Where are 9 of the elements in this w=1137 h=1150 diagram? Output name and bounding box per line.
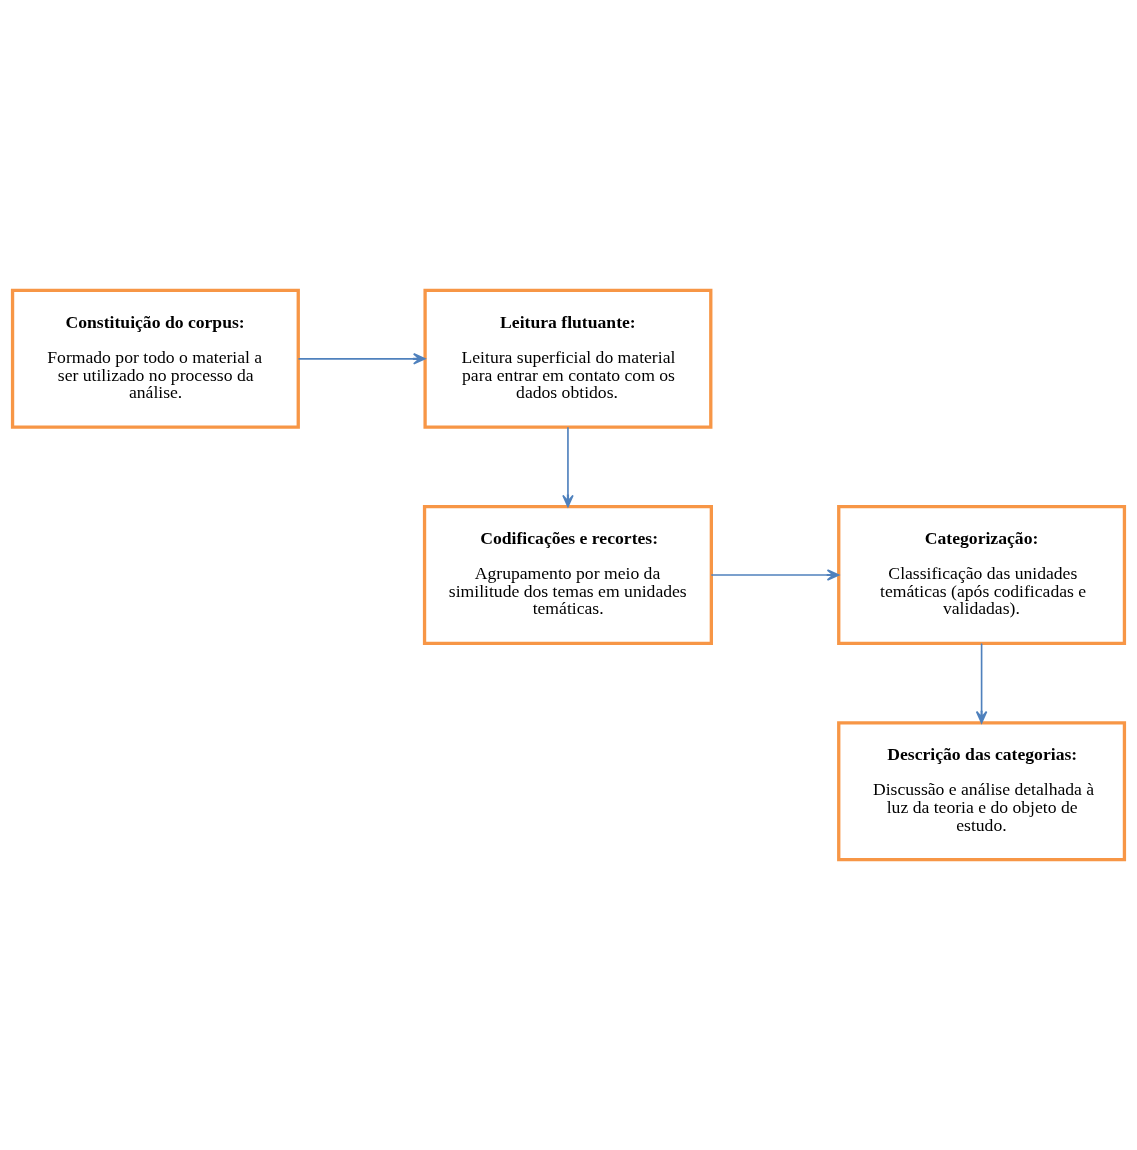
arrow [710,569,840,581]
arrow [297,353,426,365]
arrow [562,426,574,508]
arrow [975,642,988,724]
node-box: Categorização: Classificação das unidades temáticas (após codificadas e validadas). [837,504,1127,646]
node-box: Leitura flutuante: Leitura superficial do material para entrar em contato com os dados obtidos. [423,288,713,429]
node-box: Descrição das categorias: Discussão e análise detalhada à luz da teoria e do objeto de estudo. [837,721,1127,862]
node-box: Constituição do corpus: Formado por todo o material a ser utilizado no processo da análise. [10,288,300,429]
node-box: Codificações e recortes: Agrupamento por meio da similitude dos temas em unidades temáticas. [422,504,713,646]
